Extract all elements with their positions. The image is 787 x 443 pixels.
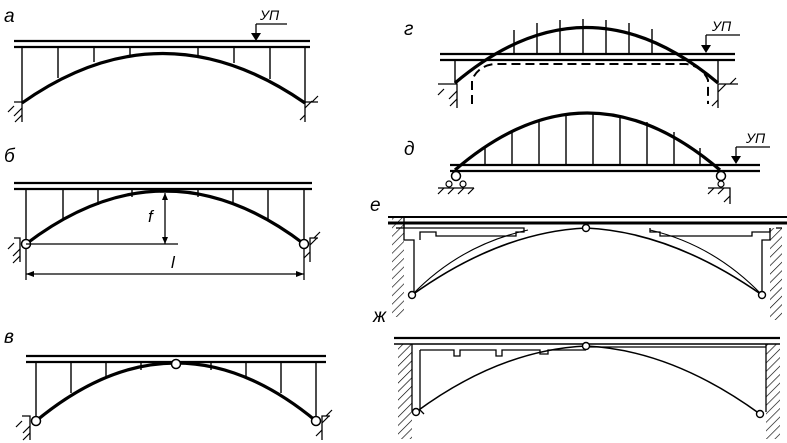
- figure-b: б: [4, 146, 321, 280]
- right-hinge: [757, 290, 767, 300]
- arch-rib: [453, 111, 722, 172]
- arch-left-rib-inner: [411, 229, 529, 296]
- left-abutment: [398, 344, 425, 439]
- figure-e-label: е: [370, 195, 381, 216]
- left-half-beam: [403, 223, 525, 240]
- arch-right-half: [585, 345, 761, 415]
- left-abutment: [7, 101, 23, 123]
- water-level-marker: УП: [731, 130, 770, 164]
- right-half-beam: [649, 228, 771, 237]
- right-hinge: [298, 238, 310, 250]
- arch-right-half: [585, 227, 763, 296]
- arch-rib: [453, 25, 720, 85]
- figure-zh: ж: [372, 306, 780, 439]
- figure-a: а УП: [4, 6, 319, 123]
- left-abutment: [392, 217, 415, 317]
- figure-d-label: д: [404, 139, 415, 160]
- figure-v-label: в: [4, 327, 14, 348]
- span-label: l: [171, 253, 176, 272]
- arch-rib: [21, 52, 306, 105]
- water-level-label: УП: [259, 7, 280, 23]
- figure-e: е: [370, 195, 787, 320]
- left-abutment: [437, 83, 458, 108]
- right-abutment: [765, 344, 780, 439]
- posts: [21, 47, 306, 103]
- posts: [25, 189, 305, 244]
- water-level-marker: УП: [701, 18, 740, 53]
- figure-zh-label: ж: [372, 306, 387, 327]
- arch-right-rib-inner: [649, 229, 763, 296]
- left-hinge: [407, 290, 417, 300]
- figure-v: в: [4, 327, 333, 441]
- figure-d: д: [404, 111, 770, 204]
- left-abutment: [7, 237, 21, 264]
- low-water-outline: [471, 63, 709, 104]
- rise-dimension: f: [26, 191, 178, 245]
- figure-g-label: г: [404, 19, 413, 40]
- water-level-marker: УП: [251, 7, 287, 41]
- water-level-label: УП: [711, 18, 732, 34]
- crown-hinge: [581, 341, 591, 351]
- left-hinge: [30, 415, 42, 427]
- figure-g: г: [404, 18, 740, 108]
- crown-hinge: [581, 223, 591, 233]
- span-dimension: l: [25, 249, 305, 280]
- right-hinge: [755, 409, 765, 419]
- left-roller-support: [437, 170, 475, 195]
- right-abutment: [761, 227, 782, 320]
- left-stiffening-beam: [420, 349, 586, 357]
- arch-rib: [34, 361, 318, 423]
- rise-label: f: [148, 207, 155, 226]
- left-hinge: [411, 407, 421, 417]
- right-abutment: [303, 231, 321, 262]
- right-abutment: [711, 77, 738, 108]
- crown-hinge: [170, 358, 182, 370]
- hangers: [484, 114, 701, 165]
- left-abutment: [15, 415, 31, 441]
- arch-left-half: [415, 345, 587, 413]
- right-abutment: [315, 409, 333, 440]
- right-abutment: [299, 95, 319, 122]
- right-fixed-support: [707, 170, 731, 204]
- right-hinge: [310, 415, 322, 427]
- arch-left-half: [411, 227, 587, 296]
- water-level-label: УП: [745, 130, 766, 146]
- figure-b-label: б: [4, 146, 16, 167]
- hangers: [454, 19, 719, 83]
- figure-a-label: а: [4, 6, 15, 27]
- posts: [35, 362, 317, 421]
